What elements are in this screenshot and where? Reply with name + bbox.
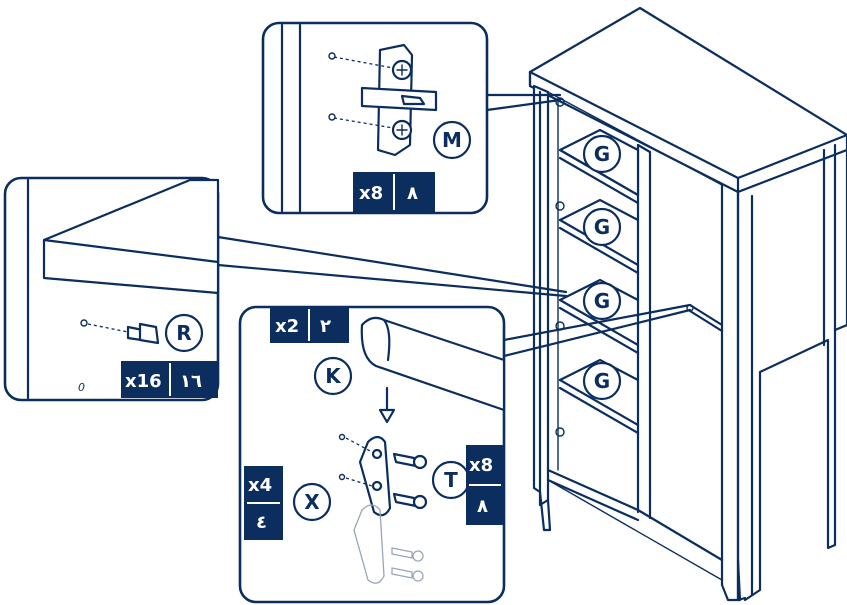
- qty-top: x8: [359, 183, 383, 204]
- qty-top-ar: ٨: [407, 183, 418, 204]
- shelf-labels: G G G G: [582, 134, 622, 401]
- part-label-x: X: [304, 490, 320, 514]
- shelf-label-circle: [582, 207, 622, 247]
- qty-bottom-top-ar: ٢: [320, 316, 331, 337]
- callout-hinge: M x8 ٨: [261, 21, 489, 215]
- screw-icon: [392, 452, 428, 510]
- qty-left: x16: [125, 371, 162, 392]
- callout-shelf-pin: R 0 x16 ١٦: [3, 176, 220, 402]
- qty-bottom-left: x4: [248, 475, 272, 496]
- qty-left-ar: ١٦: [180, 371, 202, 392]
- leader-bottom-2: [502, 308, 692, 358]
- part-label-r: R: [176, 321, 191, 345]
- shelf-label: G: [594, 142, 610, 166]
- shelf-pin-icon: [80, 319, 160, 345]
- qty-bottom-right: x8: [469, 455, 493, 476]
- qty-bottom-top: x2: [275, 316, 299, 337]
- leader-left-2: [216, 263, 568, 298]
- screw-hole-icon: [328, 113, 336, 121]
- wardrobe: [528, 6, 847, 602]
- callout-hanger: K X T x2 ٢ x4 ٤ x8 ٨: [238, 305, 506, 604]
- part-label-t: T: [444, 468, 458, 492]
- qty-bottom-right-ar: ٨: [477, 496, 488, 517]
- shelf-label-circle: [582, 134, 622, 174]
- arrow-down-icon: [378, 386, 396, 424]
- part-label-k: K: [325, 364, 342, 388]
- hinge-icon: [360, 43, 438, 157]
- leader-left: [216, 235, 568, 294]
- shelf-label: G: [594, 215, 610, 239]
- mark-zero: 0: [78, 381, 85, 394]
- leader-top-2: [485, 98, 562, 112]
- ghost-bracket: [353, 504, 424, 584]
- part-label-m: M: [442, 128, 462, 152]
- leader-bottom: [502, 303, 692, 342]
- qty-bottom-left-ar: ٤: [256, 512, 267, 533]
- screw-hole-icon: [328, 52, 336, 60]
- shelf-label-circle: [582, 281, 622, 321]
- hanger-bracket-icon: [338, 433, 392, 517]
- shelf-label: G: [594, 369, 610, 393]
- shelf-label: G: [594, 289, 610, 313]
- shelf-label-circle: [582, 361, 622, 401]
